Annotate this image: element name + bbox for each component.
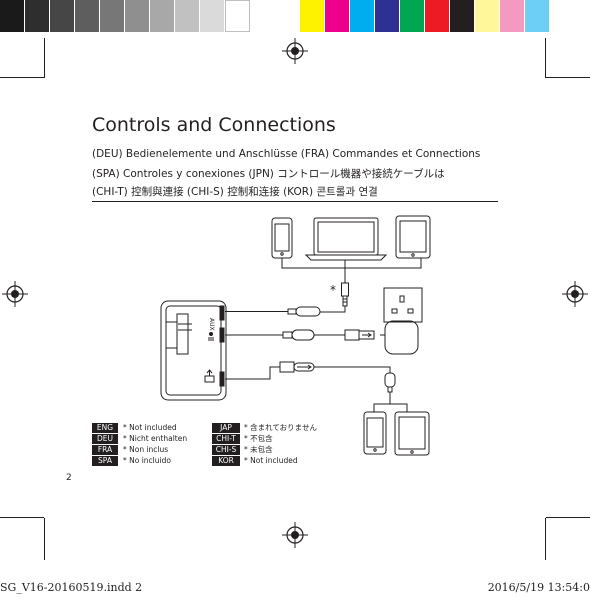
gray-swatch xyxy=(100,0,125,32)
subtitle-line: (CHI-T) 控制與連接 (CHI-S) 控制和连接 (KOR) 콘트롤과 연… xyxy=(92,186,378,198)
footer-timestamp: 2016/5/19 13:54:0 xyxy=(487,581,590,594)
tablet-icon xyxy=(394,411,430,456)
gray-swatch xyxy=(75,0,100,32)
gray-swatch xyxy=(175,0,200,32)
legend-tag-deu: DEU xyxy=(92,434,118,444)
legend-text: * 含まれておりません xyxy=(244,423,317,432)
crop-mark xyxy=(546,77,590,78)
laptop-icon xyxy=(304,217,388,261)
crop-mark xyxy=(545,518,546,560)
legend-text: * Nicht enthalten xyxy=(123,434,188,443)
legend-tag-fra: FRA xyxy=(92,445,118,455)
crop-mark xyxy=(44,38,45,78)
gray-swatch xyxy=(150,0,175,32)
legend-text: * Not included xyxy=(244,456,298,465)
gray-color-bar xyxy=(0,0,250,32)
subtitle-line: (SPA) Controles y conexiones (JPN) コントロー… xyxy=(92,168,445,180)
subtitle-line: (DEU) Bedienelemente und Anschlüsse (FRA… xyxy=(92,148,481,160)
page-title: Controls and Connections xyxy=(92,114,336,136)
legend-text: * 不包含 xyxy=(244,434,273,443)
color-swatch xyxy=(500,0,525,32)
not-included-asterisk: * xyxy=(330,283,336,297)
crop-mark xyxy=(0,77,44,78)
wall-socket-icon xyxy=(383,287,423,323)
legend-text: * Non inclus xyxy=(123,445,169,454)
legend-tag-eng: ENG xyxy=(92,423,118,433)
power-adapter-icon xyxy=(380,320,419,355)
registration-mark-icon xyxy=(562,281,588,307)
gray-swatch xyxy=(50,0,75,32)
phone-icon xyxy=(271,217,293,259)
title-divider xyxy=(92,201,498,202)
crop-mark xyxy=(44,518,45,560)
speaker-dock-icon xyxy=(160,300,227,401)
legend-tag-kor: KOR xyxy=(212,456,240,466)
legend-text: * No incluido xyxy=(123,456,171,465)
crop-mark xyxy=(0,517,44,518)
legend-text: * 未包含 xyxy=(244,445,273,454)
audio-jack-icon xyxy=(341,276,349,307)
page-number: 2 xyxy=(66,473,72,483)
crop-mark xyxy=(546,517,590,518)
gray-swatch xyxy=(200,0,225,32)
color-swatch xyxy=(375,0,400,32)
footer-file-name: SG_V16-20160519.indd 2 xyxy=(0,581,143,594)
aux-port-label: AUX xyxy=(208,318,215,331)
legend-tag-chi-s: CHI-S xyxy=(212,445,240,455)
color-swatch xyxy=(300,0,325,32)
registration-mark-icon xyxy=(2,281,28,307)
legend-tag-jap: JAP xyxy=(212,423,240,433)
usb-charge-port-icon xyxy=(204,369,215,383)
color-swatch xyxy=(425,0,450,32)
legend-tag-spa: SPA xyxy=(92,456,118,466)
phone-icon xyxy=(363,411,387,455)
dc-plug-icon xyxy=(280,329,315,341)
gray-swatch xyxy=(25,0,50,32)
crop-mark xyxy=(545,38,546,78)
color-swatch xyxy=(475,0,500,32)
color-swatch xyxy=(525,0,550,32)
color-swatch xyxy=(325,0,350,32)
tablet-icon xyxy=(395,215,431,259)
color-swatch xyxy=(350,0,375,32)
gray-swatch xyxy=(0,0,25,32)
color-swatch xyxy=(400,0,425,32)
registration-mark-icon xyxy=(282,38,308,64)
aux-plug-icon xyxy=(281,306,321,317)
gray-swatch xyxy=(225,0,250,32)
usb-micro-plug-icon xyxy=(384,372,396,393)
gray-swatch xyxy=(125,0,150,32)
usb-plug-icon xyxy=(344,329,375,341)
registration-mark-icon xyxy=(282,522,308,548)
legend-tag-chi-t: CHI-T xyxy=(212,434,240,444)
dc-power-port-icon xyxy=(208,332,214,341)
color-swatch xyxy=(450,0,475,32)
color-swatch-bar xyxy=(300,0,550,32)
legend-text: * Not included xyxy=(123,423,177,432)
usb-a-plug-icon xyxy=(279,361,315,373)
